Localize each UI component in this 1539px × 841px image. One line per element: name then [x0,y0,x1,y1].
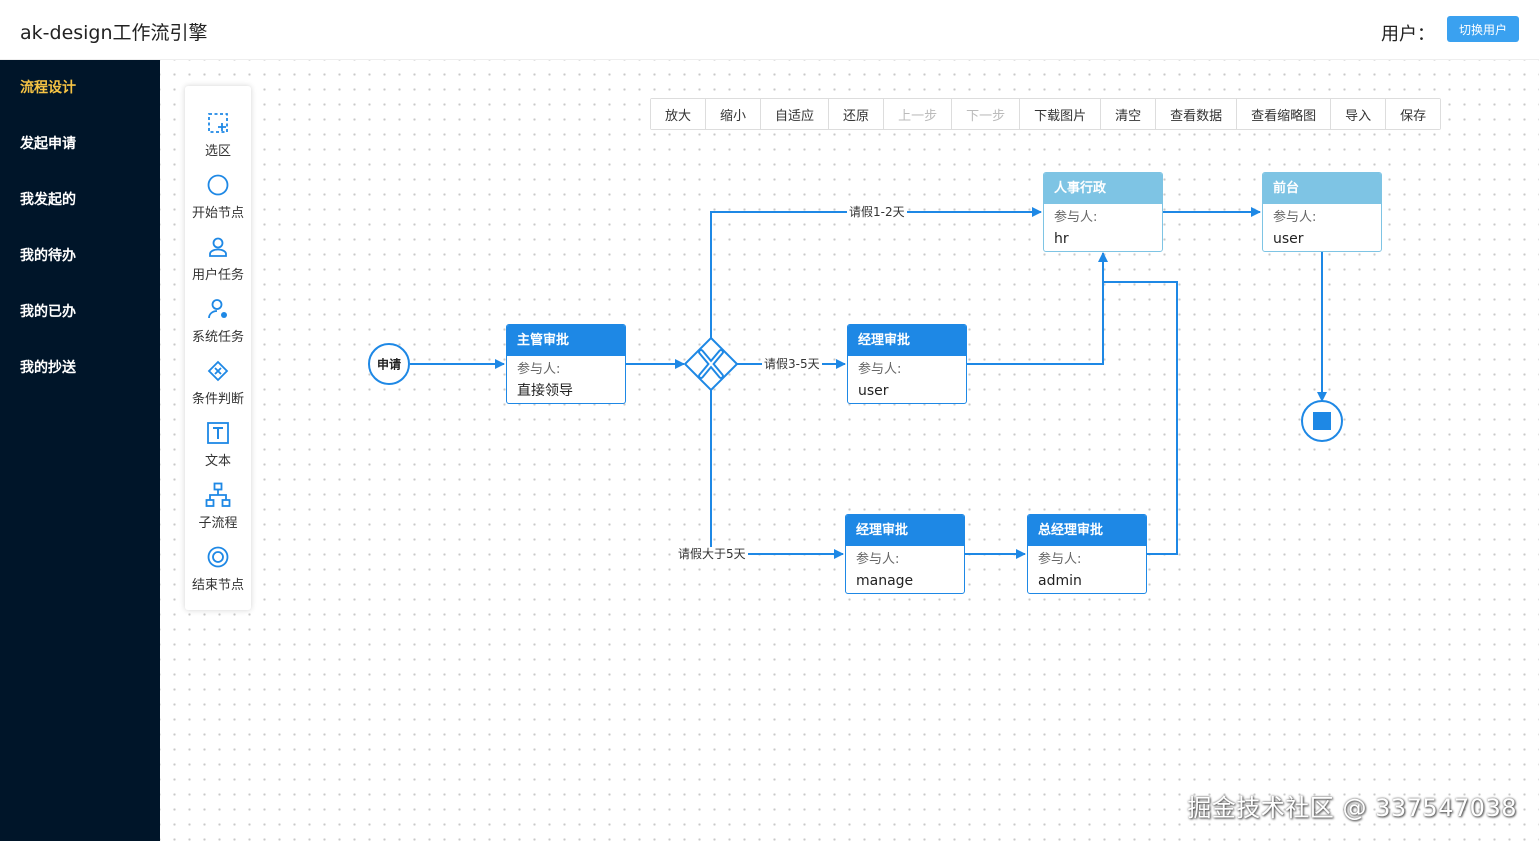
palette-label: 子流程 [198,516,238,531]
double-circle-icon [205,544,231,570]
participant-label: 参与人: [1054,210,1098,225]
participant-label: 参与人: [1038,552,1082,567]
nav-my-cc[interactable]: 我的抄送 [20,360,76,376]
palette-label: 选区 [204,144,231,159]
edge-label-3-5-days[interactable]: 请假3-5天 [762,357,822,371]
node-palette: 选区 开始节点 用户任务 系统任务 条件判断 文本 子流程 [185,86,251,610]
palette-user-task[interactable]: 用户任务 [185,234,251,290]
app-title: ak-design工作流引擎 [20,22,208,44]
edge-label-over-5-days[interactable]: 请假大于5天 [676,547,748,561]
participant-label: 参与人: [517,362,561,377]
user-icon [205,234,231,260]
assignee-value: user [858,383,889,399]
zoom-in-button[interactable]: 放大 [651,99,707,129]
palette-label: 结束节点 [191,578,244,593]
text-icon [205,420,231,446]
task-front-desk[interactable]: 前台 参与人: user [1262,172,1382,252]
nav-my-done[interactable]: 我的已办 [20,304,76,320]
palette-label: 文本 [204,454,231,469]
task-title: 总经理审批 [1028,515,1146,546]
nav-my-initiated[interactable]: 我发起的 [20,192,76,208]
task-supervisor-approval[interactable]: 主管审批 参与人: 直接领导 [506,324,626,404]
nav-flow-design[interactable]: 流程设计 [20,80,76,96]
stop-icon [1313,412,1331,430]
fit-view-button[interactable]: 自适应 [761,99,830,129]
palette-label: 用户任务 [191,268,244,283]
switch-user-button[interactable]: 切换用户 [1447,16,1519,42]
task-title: 人事行政 [1044,173,1162,204]
canvas-toolbar: 放大 缩小 自适应 还原 上一步 下一步 下载图片 清空 查看数据 查看缩略图 … [650,98,1442,130]
circle-icon [205,172,231,198]
diamond-icon [205,358,231,384]
palette-label: 系统任务 [191,330,244,345]
import-button[interactable]: 导入 [1331,99,1387,129]
task-title: 主管审批 [507,325,625,356]
reset-view-button[interactable]: 还原 [829,99,885,129]
user-gear-icon [205,296,231,322]
sidebar: 流程设计 发起申请 我发起的 我的待办 我的已办 我的抄送 [0,60,160,841]
clear-button[interactable]: 清空 [1101,99,1157,129]
view-data-button[interactable]: 查看数据 [1156,99,1238,129]
assignee-value: user [1273,231,1304,247]
palette-start-node[interactable]: 开始节点 [185,172,251,228]
task-manager-approval[interactable]: 经理审批 参与人: user [847,324,967,404]
user-label: 用户： [1381,24,1435,45]
task-manager-approval-2[interactable]: 经理审批 参与人: manage [845,514,965,594]
palette-label: 开始节点 [191,206,244,221]
assignee-value: admin [1038,573,1082,589]
edge-label-1-2-days[interactable]: 请假1-2天 [847,205,907,219]
nav-my-todo[interactable]: 我的待办 [20,248,76,264]
assignee-value: manage [856,573,914,589]
participant-label: 参与人: [856,552,900,567]
palette-label: 条件判断 [191,392,244,407]
view-minimap-button[interactable]: 查看缩略图 [1237,99,1332,129]
assignee-value: hr [1054,231,1069,247]
save-button[interactable]: 保存 [1386,99,1441,129]
palette-subprocess[interactable]: 子流程 [185,482,251,538]
watermark: 掘金技术社区 @ 337547038 [1187,794,1517,822]
palette-text[interactable]: 文本 [185,420,251,476]
download-image-button[interactable]: 下载图片 [1020,99,1102,129]
selection-icon [205,110,231,136]
hierarchy-icon [205,482,231,508]
header: ak-design工作流引擎 用户： 切换用户 [0,0,1539,60]
task-title: 经理审批 [846,515,964,546]
palette-end-node[interactable]: 结束节点 [185,544,251,600]
start-node[interactable]: 申请 [368,343,410,385]
task-title: 经理审批 [848,325,966,356]
palette-selection[interactable]: 选区 [185,110,251,166]
zoom-out-button[interactable]: 缩小 [706,99,762,129]
end-node[interactable] [1301,400,1343,442]
start-node-label: 申请 [377,357,401,372]
palette-system-task[interactable]: 系统任务 [185,296,251,352]
palette-condition[interactable]: 条件判断 [185,358,251,414]
nav-start-request[interactable]: 发起申请 [20,136,76,152]
task-hr-admin[interactable]: 人事行政 参与人: hr [1043,172,1163,252]
participant-label: 参与人: [1273,210,1317,225]
task-title: 前台 [1263,173,1381,204]
condition-gateway[interactable] [683,336,739,392]
participant-label: 参与人: [858,362,902,377]
redo-button[interactable]: 下一步 [952,99,1021,129]
gateway-x-icon [698,349,724,379]
assignee-value: 直接领导 [517,383,573,399]
task-general-manager-approval[interactable]: 总经理审批 参与人: admin [1027,514,1147,594]
undo-button[interactable]: 上一步 [884,99,953,129]
